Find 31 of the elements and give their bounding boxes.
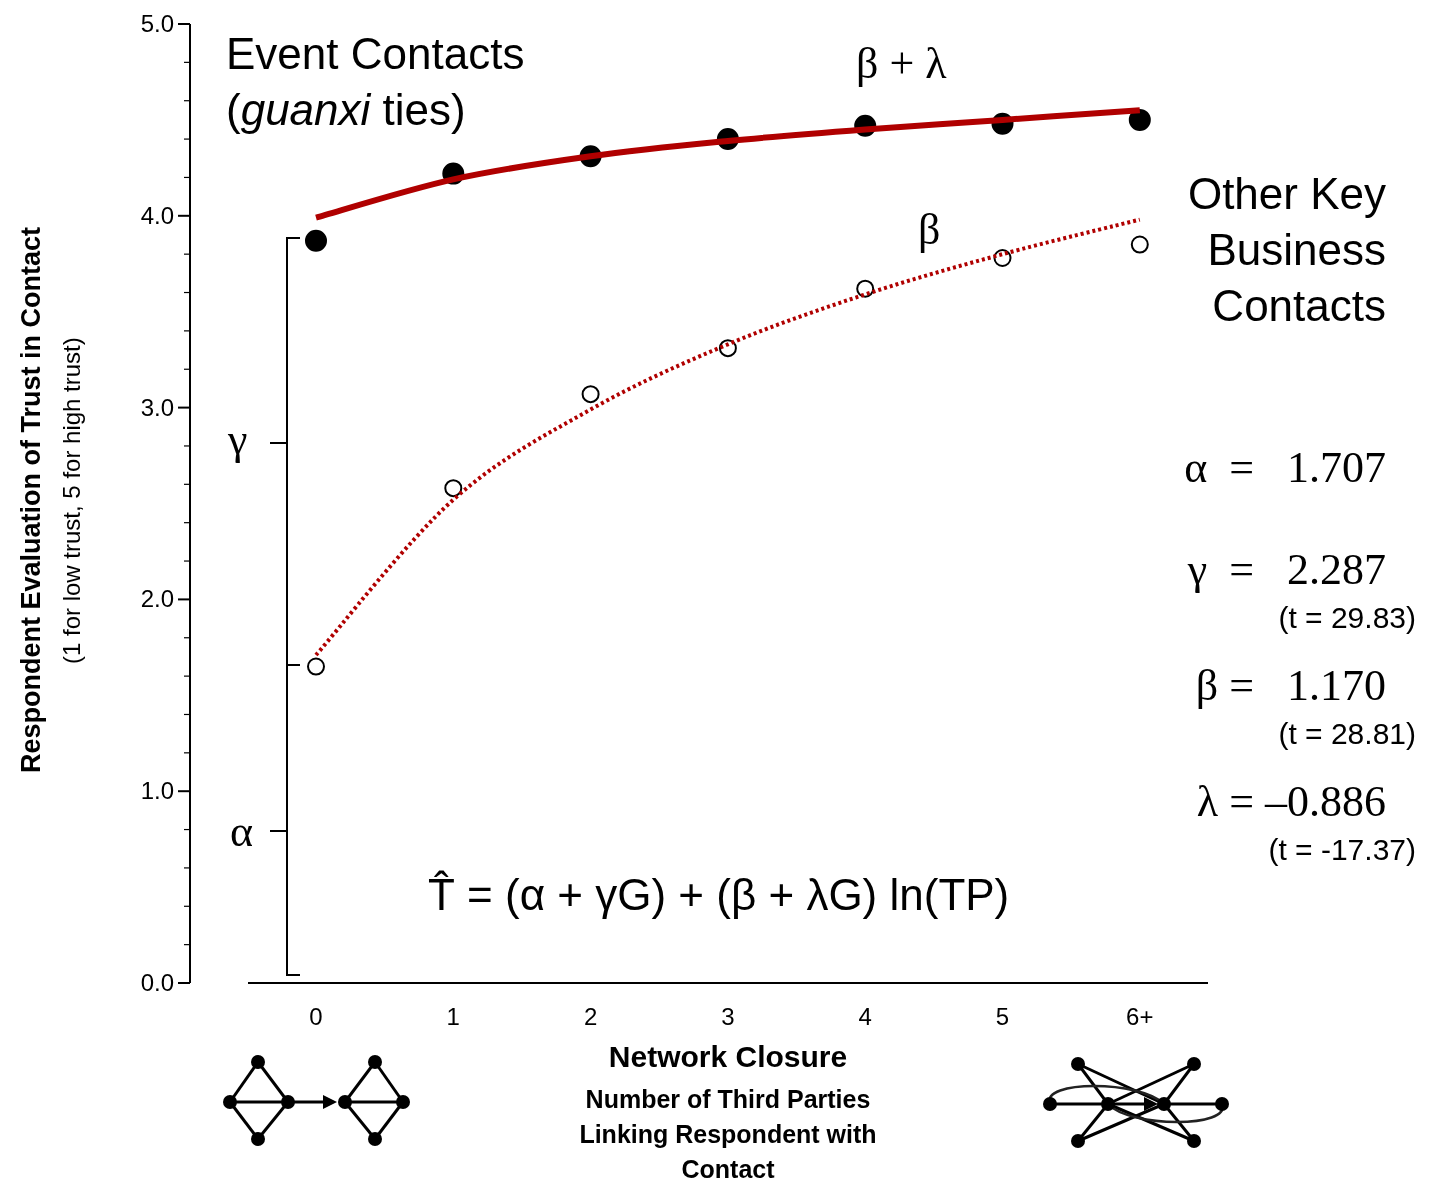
axis-subtitle: Number of Third Parties Linking Respondent with Contact bbox=[578, 1084, 878, 1181]
tick-label: 6+ bbox=[1125, 1003, 1155, 1031]
series-label: Other Key Business Contacts bbox=[1186, 168, 1386, 332]
tick-label: 0 bbox=[308, 1003, 324, 1031]
model-equation: T̂ = (α + γG) + (β + λG) ln(TP) bbox=[428, 870, 1010, 920]
parameter-value: γ = 2.287 bbox=[1186, 544, 1386, 595]
axis-subtitle: (1 for low trust, 5 for high trust) bbox=[58, 336, 86, 664]
t-statistic: (t = 28.81) bbox=[1277, 717, 1416, 751]
bracket-label: α bbox=[230, 806, 254, 857]
curve-label: β + λ bbox=[856, 38, 947, 89]
tick-label: 0.0 bbox=[139, 969, 174, 997]
tick-label: 1.0 bbox=[139, 777, 174, 806]
tick-label: 3.0 bbox=[139, 393, 174, 422]
tick-label: 3 bbox=[720, 1003, 736, 1031]
axis-title: Network Closure bbox=[607, 1040, 849, 1074]
tick-label: 1 bbox=[445, 1003, 461, 1031]
tick-label: 5.0 bbox=[139, 10, 174, 38]
tick-label: 5 bbox=[994, 1003, 1011, 1031]
axis-title: Respondent Evaluation of Trust in Contact bbox=[16, 226, 47, 773]
parameter-value: β = 1.170 bbox=[1194, 660, 1386, 711]
parameter-value: λ = –0.886 bbox=[1195, 776, 1386, 827]
curve-label: β bbox=[918, 204, 941, 255]
series-label: Event Contacts (guanxi ties) bbox=[226, 28, 526, 136]
parameter-value: α = 1.707 bbox=[1183, 442, 1386, 493]
tick-label: 4.0 bbox=[139, 201, 174, 230]
t-statistic: (t = -17.37) bbox=[1267, 833, 1416, 867]
tick-label: 4 bbox=[857, 1003, 873, 1031]
bracket-label: γ bbox=[228, 414, 248, 465]
tick-label: 2 bbox=[582, 1003, 599, 1031]
t-statistic: (t = 29.83) bbox=[1277, 601, 1416, 635]
tick-label: 2.0 bbox=[139, 585, 174, 614]
